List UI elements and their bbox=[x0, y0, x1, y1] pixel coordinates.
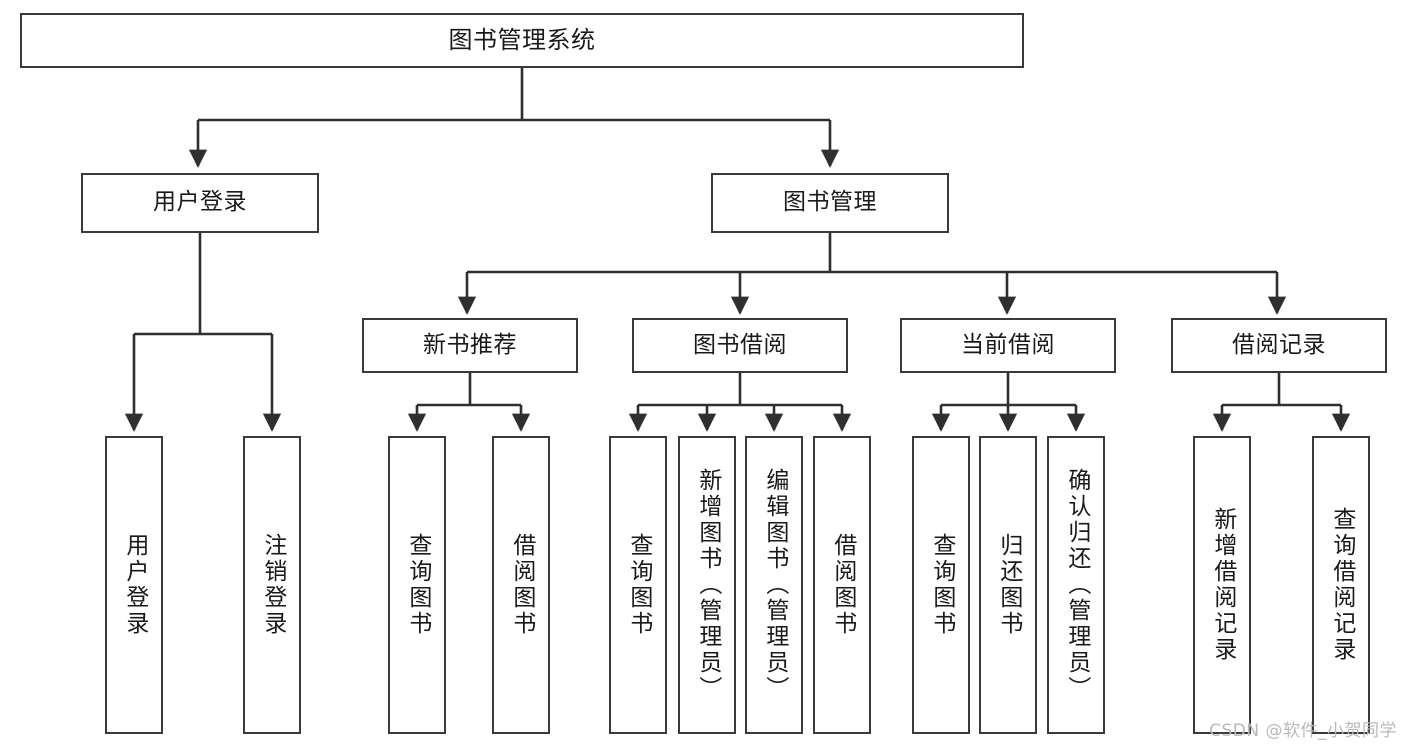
node-leaf-add-record[interactable]: 新增借阅记录 bbox=[1193, 436, 1251, 734]
node-user-login-label: 用户登录 bbox=[153, 189, 247, 216]
node-leaf-borrow-book-1-label: 借阅图书 bbox=[508, 533, 535, 637]
node-leaf-edit-book[interactable]: 编辑图书（管理员） bbox=[745, 436, 803, 734]
node-leaf-query-record[interactable]: 查询借阅记录 bbox=[1312, 436, 1370, 734]
node-leaf-query-book-3[interactable]: 查询图书 bbox=[912, 436, 970, 734]
node-leaf-confirm-return[interactable]: 确认归还（管理员） bbox=[1047, 436, 1105, 734]
node-leaf-return-book[interactable]: 归还图书 bbox=[979, 436, 1037, 734]
node-leaf-query-book-2[interactable]: 查询图书 bbox=[609, 436, 667, 734]
node-leaf-borrow-book-1[interactable]: 借阅图书 bbox=[492, 436, 550, 734]
node-leaf-return-book-label: 归还图书 bbox=[995, 533, 1022, 637]
node-borrow-record[interactable]: 借阅记录 bbox=[1171, 318, 1387, 373]
node-book-manage[interactable]: 图书管理 bbox=[711, 173, 949, 233]
node-user-login[interactable]: 用户登录 bbox=[81, 173, 319, 233]
node-leaf-query-record-label: 查询借阅记录 bbox=[1328, 507, 1355, 663]
node-leaf-borrow-book-2-label: 借阅图书 bbox=[829, 533, 856, 637]
node-new-book-recommend[interactable]: 新书推荐 bbox=[362, 318, 578, 373]
node-leaf-query-book-1[interactable]: 查询图书 bbox=[388, 436, 446, 734]
node-leaf-confirm-return-label: 确认归还（管理员） bbox=[1063, 468, 1090, 702]
node-book-borrow-label: 图书借阅 bbox=[693, 331, 787, 358]
node-leaf-borrow-book-2[interactable]: 借阅图书 bbox=[813, 436, 871, 734]
node-leaf-add-book[interactable]: 新增图书（管理员） bbox=[678, 436, 736, 734]
node-new-book-recommend-label: 新书推荐 bbox=[423, 331, 517, 358]
node-root[interactable]: 图书管理系统 bbox=[20, 13, 1024, 68]
node-leaf-user-login-label: 用户登录 bbox=[121, 533, 148, 637]
node-leaf-edit-book-label: 编辑图书（管理员） bbox=[761, 468, 788, 702]
watermark: CSDN @软件_小贺同学 bbox=[1209, 721, 1397, 741]
node-leaf-query-book-2-label: 查询图书 bbox=[625, 533, 652, 637]
node-book-manage-label: 图书管理 bbox=[783, 189, 877, 216]
node-root-label: 图书管理系统 bbox=[448, 26, 596, 55]
node-leaf-query-book-3-label: 查询图书 bbox=[928, 533, 955, 637]
node-current-borrow-label: 当前借阅 bbox=[961, 331, 1055, 358]
node-leaf-add-book-label: 新增图书（管理员） bbox=[694, 468, 721, 702]
node-leaf-user-login[interactable]: 用户登录 bbox=[105, 436, 163, 734]
node-leaf-query-book-1-label: 查询图书 bbox=[404, 533, 431, 637]
node-leaf-user-logout-label: 注销登录 bbox=[259, 533, 286, 637]
node-leaf-user-logout[interactable]: 注销登录 bbox=[243, 436, 301, 734]
node-borrow-record-label: 借阅记录 bbox=[1232, 331, 1326, 358]
node-book-borrow[interactable]: 图书借阅 bbox=[632, 318, 848, 373]
node-leaf-add-record-label: 新增借阅记录 bbox=[1209, 507, 1236, 663]
node-current-borrow[interactable]: 当前借阅 bbox=[900, 318, 1116, 373]
